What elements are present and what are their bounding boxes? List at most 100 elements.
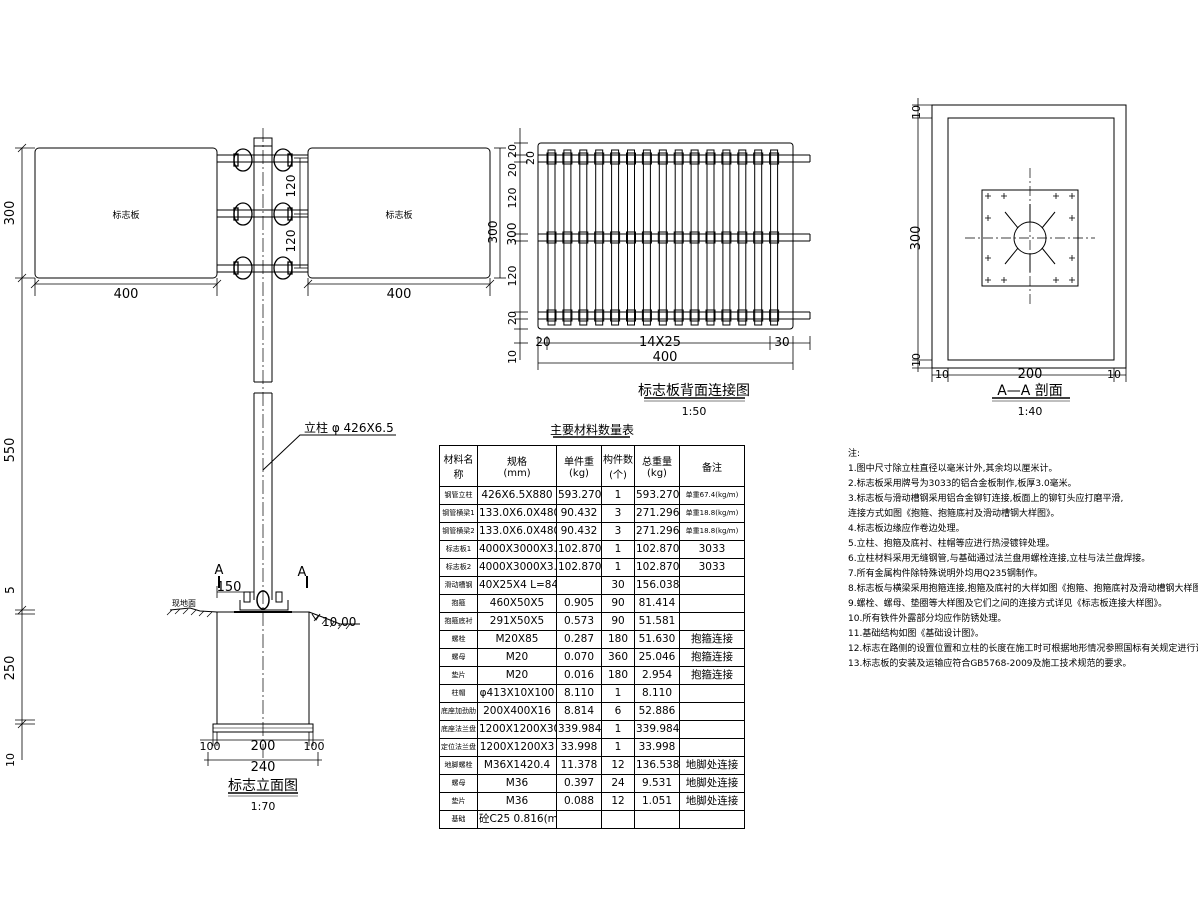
- note-item: 1.图中尺寸除立柱直径以毫米计外,其余均以厘米计。: [848, 464, 1058, 474]
- dim-5: 5: [3, 586, 17, 594]
- table-cell: 33.998: [556, 738, 602, 757]
- back-view-slat: [722, 149, 731, 326]
- back-dim-14x25: 14X25: [639, 335, 681, 350]
- table-cell: 垫片: [439, 792, 478, 811]
- dim-200: 200: [251, 739, 276, 754]
- cross-beams: [217, 154, 308, 273]
- section-dim-top: 10: [910, 105, 923, 119]
- back-dim-top-3: 120: [506, 188, 519, 209]
- ground-line: [166, 607, 360, 630]
- table-cell: [601, 810, 635, 829]
- slat-clip: [657, 309, 668, 322]
- dim-gap-1: 120: [284, 175, 298, 198]
- back-view-title: 标志板背面连接图: [638, 382, 750, 399]
- slat-clip: [753, 309, 764, 322]
- table-cell: 81.414: [634, 594, 680, 613]
- table-cell: 180: [601, 630, 635, 649]
- table-cell: 0.905: [556, 594, 602, 613]
- table-cell: M36X1420.4: [477, 756, 557, 775]
- back-view-slat: [563, 149, 572, 326]
- dim-foundation-width: [200, 732, 324, 766]
- table-cell: 8.110: [634, 684, 680, 703]
- slat-clip: [689, 309, 700, 322]
- table-cell: 1: [601, 486, 635, 505]
- back-view-slat: [770, 149, 779, 326]
- back-view-slat: [547, 149, 556, 326]
- table-cell: [556, 576, 602, 595]
- table-cell: [679, 594, 745, 613]
- anchor-bolt: [1069, 193, 1075, 199]
- table-cell: [634, 810, 680, 829]
- table-cell: 3: [601, 504, 635, 523]
- table-header-cell: 单件重 (kg): [556, 445, 602, 487]
- table-cell: 抱箍连接: [679, 648, 745, 667]
- table-cell: 地脚处连接: [679, 792, 745, 811]
- table-cell: 抱箍: [439, 594, 478, 613]
- table-cell: 40X25X4 L=84000: [477, 576, 557, 595]
- table-cell: 25.046: [634, 648, 680, 667]
- back-dim-bottom-left: 10: [506, 350, 519, 364]
- table-cell: [679, 612, 745, 631]
- section-dim-right-10: 10: [1107, 368, 1121, 381]
- table-cell: 90: [601, 594, 635, 613]
- table-cell: 1: [601, 684, 635, 703]
- slat-clip: [594, 309, 605, 322]
- back-view-slat: [611, 149, 620, 326]
- note-item: 连接方式如图《抱箍、抱箍底衬及滑动槽钢大样图》。: [848, 509, 1060, 519]
- section-marks: [218, 576, 308, 588]
- table-cell: 基础: [439, 810, 478, 829]
- note-item: 9.螺栓、螺母、垫圈等大样图及它们之间的连接方式详见《标志板连接大样图》。: [848, 599, 1168, 609]
- slat-clip: [737, 231, 748, 244]
- table-cell: 单重18.8(kg/m): [679, 504, 745, 523]
- table-cell: 钢管横梁1: [439, 504, 478, 523]
- slat-clip: [626, 231, 636, 244]
- table-cell: 90.432: [556, 522, 602, 541]
- slat-clip: [769, 152, 780, 165]
- slat-clip: [705, 231, 716, 244]
- table-cell: 136.538: [634, 756, 680, 775]
- table-cell: 定位法兰盘: [439, 738, 478, 757]
- table-cell: 2.954: [634, 666, 680, 685]
- note-item: 5.立柱、抱箍及底衬、柱帽等应进行热浸镀锌处理。: [848, 539, 1055, 549]
- table-cell: 0.573: [556, 612, 602, 631]
- section-scale: 1:40: [1018, 405, 1043, 418]
- table-cell: 垫片: [439, 666, 478, 685]
- back-view-scale: 1:50: [682, 405, 707, 418]
- anchor-bolt: [985, 255, 991, 261]
- table-cell: 360: [601, 648, 635, 667]
- section-view: [931, 104, 1127, 369]
- table-cell: 抱箍连接: [679, 666, 745, 685]
- table-cell: 1200X1200X3: [477, 738, 557, 757]
- table-cell: M20: [477, 666, 557, 685]
- slat-clip: [673, 152, 684, 165]
- table-cell: 12: [601, 756, 635, 775]
- table-cell: 滑动槽钢: [439, 576, 478, 595]
- back-view-slat: [642, 149, 651, 326]
- table-cell: 标志板2: [439, 558, 478, 577]
- back-view-slats: [546, 149, 780, 326]
- slat-clip: [753, 231, 764, 244]
- slat-clip: [626, 152, 636, 165]
- section-dim-300: 300: [909, 226, 924, 251]
- notes-list: 1.图中尺寸除立柱直径以毫米计外,其余均以厘米计。2.标志板采用牌号为3033的…: [848, 462, 1198, 672]
- notes-heading: 注:: [848, 449, 861, 459]
- table-header-cell: 材料名称: [439, 445, 478, 487]
- dim-gap-2: 120: [284, 230, 298, 253]
- table-cell: 1: [601, 738, 635, 757]
- table-cell: [556, 810, 602, 829]
- table-cell: 271.296: [634, 504, 680, 523]
- ground-label: 现地面: [172, 598, 196, 608]
- table-cell: M36: [477, 774, 557, 793]
- table-cell: 抱箍底衬: [439, 612, 478, 631]
- foundation: [212, 611, 314, 733]
- slat-clip: [578, 152, 589, 165]
- table-cell: 8.110: [556, 684, 602, 703]
- sign-panel-right: [307, 147, 491, 279]
- anchor-bolt: [985, 193, 991, 199]
